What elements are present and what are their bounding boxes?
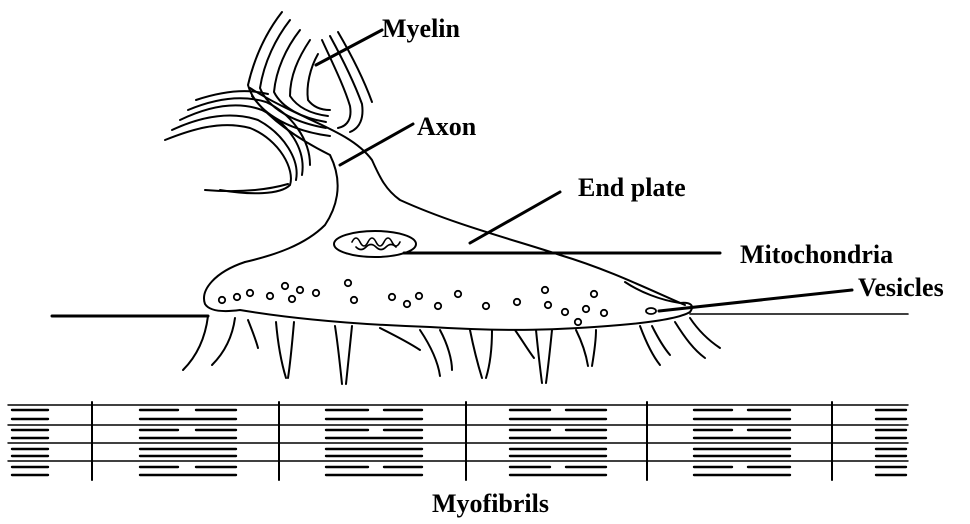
myofibrils: [8, 402, 908, 480]
leader-end-plate: [470, 192, 560, 243]
leader-axon: [340, 124, 413, 165]
junctional-folds: [183, 316, 720, 384]
end-plate-outline: [204, 262, 692, 330]
label-myofibrils: Myofibrils: [432, 491, 549, 517]
leader-vesicles: [659, 290, 852, 311]
label-vesicles: Vesicles: [858, 275, 944, 301]
label-end-plate: End plate: [578, 175, 686, 201]
synaptic-vesicles: [219, 280, 656, 325]
upper-myelin-sheath: [248, 12, 372, 136]
label-myelin: Myelin: [382, 16, 460, 42]
lower-myelin-sheath: [165, 91, 310, 193]
label-axon: Axon: [417, 114, 476, 140]
label-mitochondria: Mitochondria: [740, 242, 893, 268]
